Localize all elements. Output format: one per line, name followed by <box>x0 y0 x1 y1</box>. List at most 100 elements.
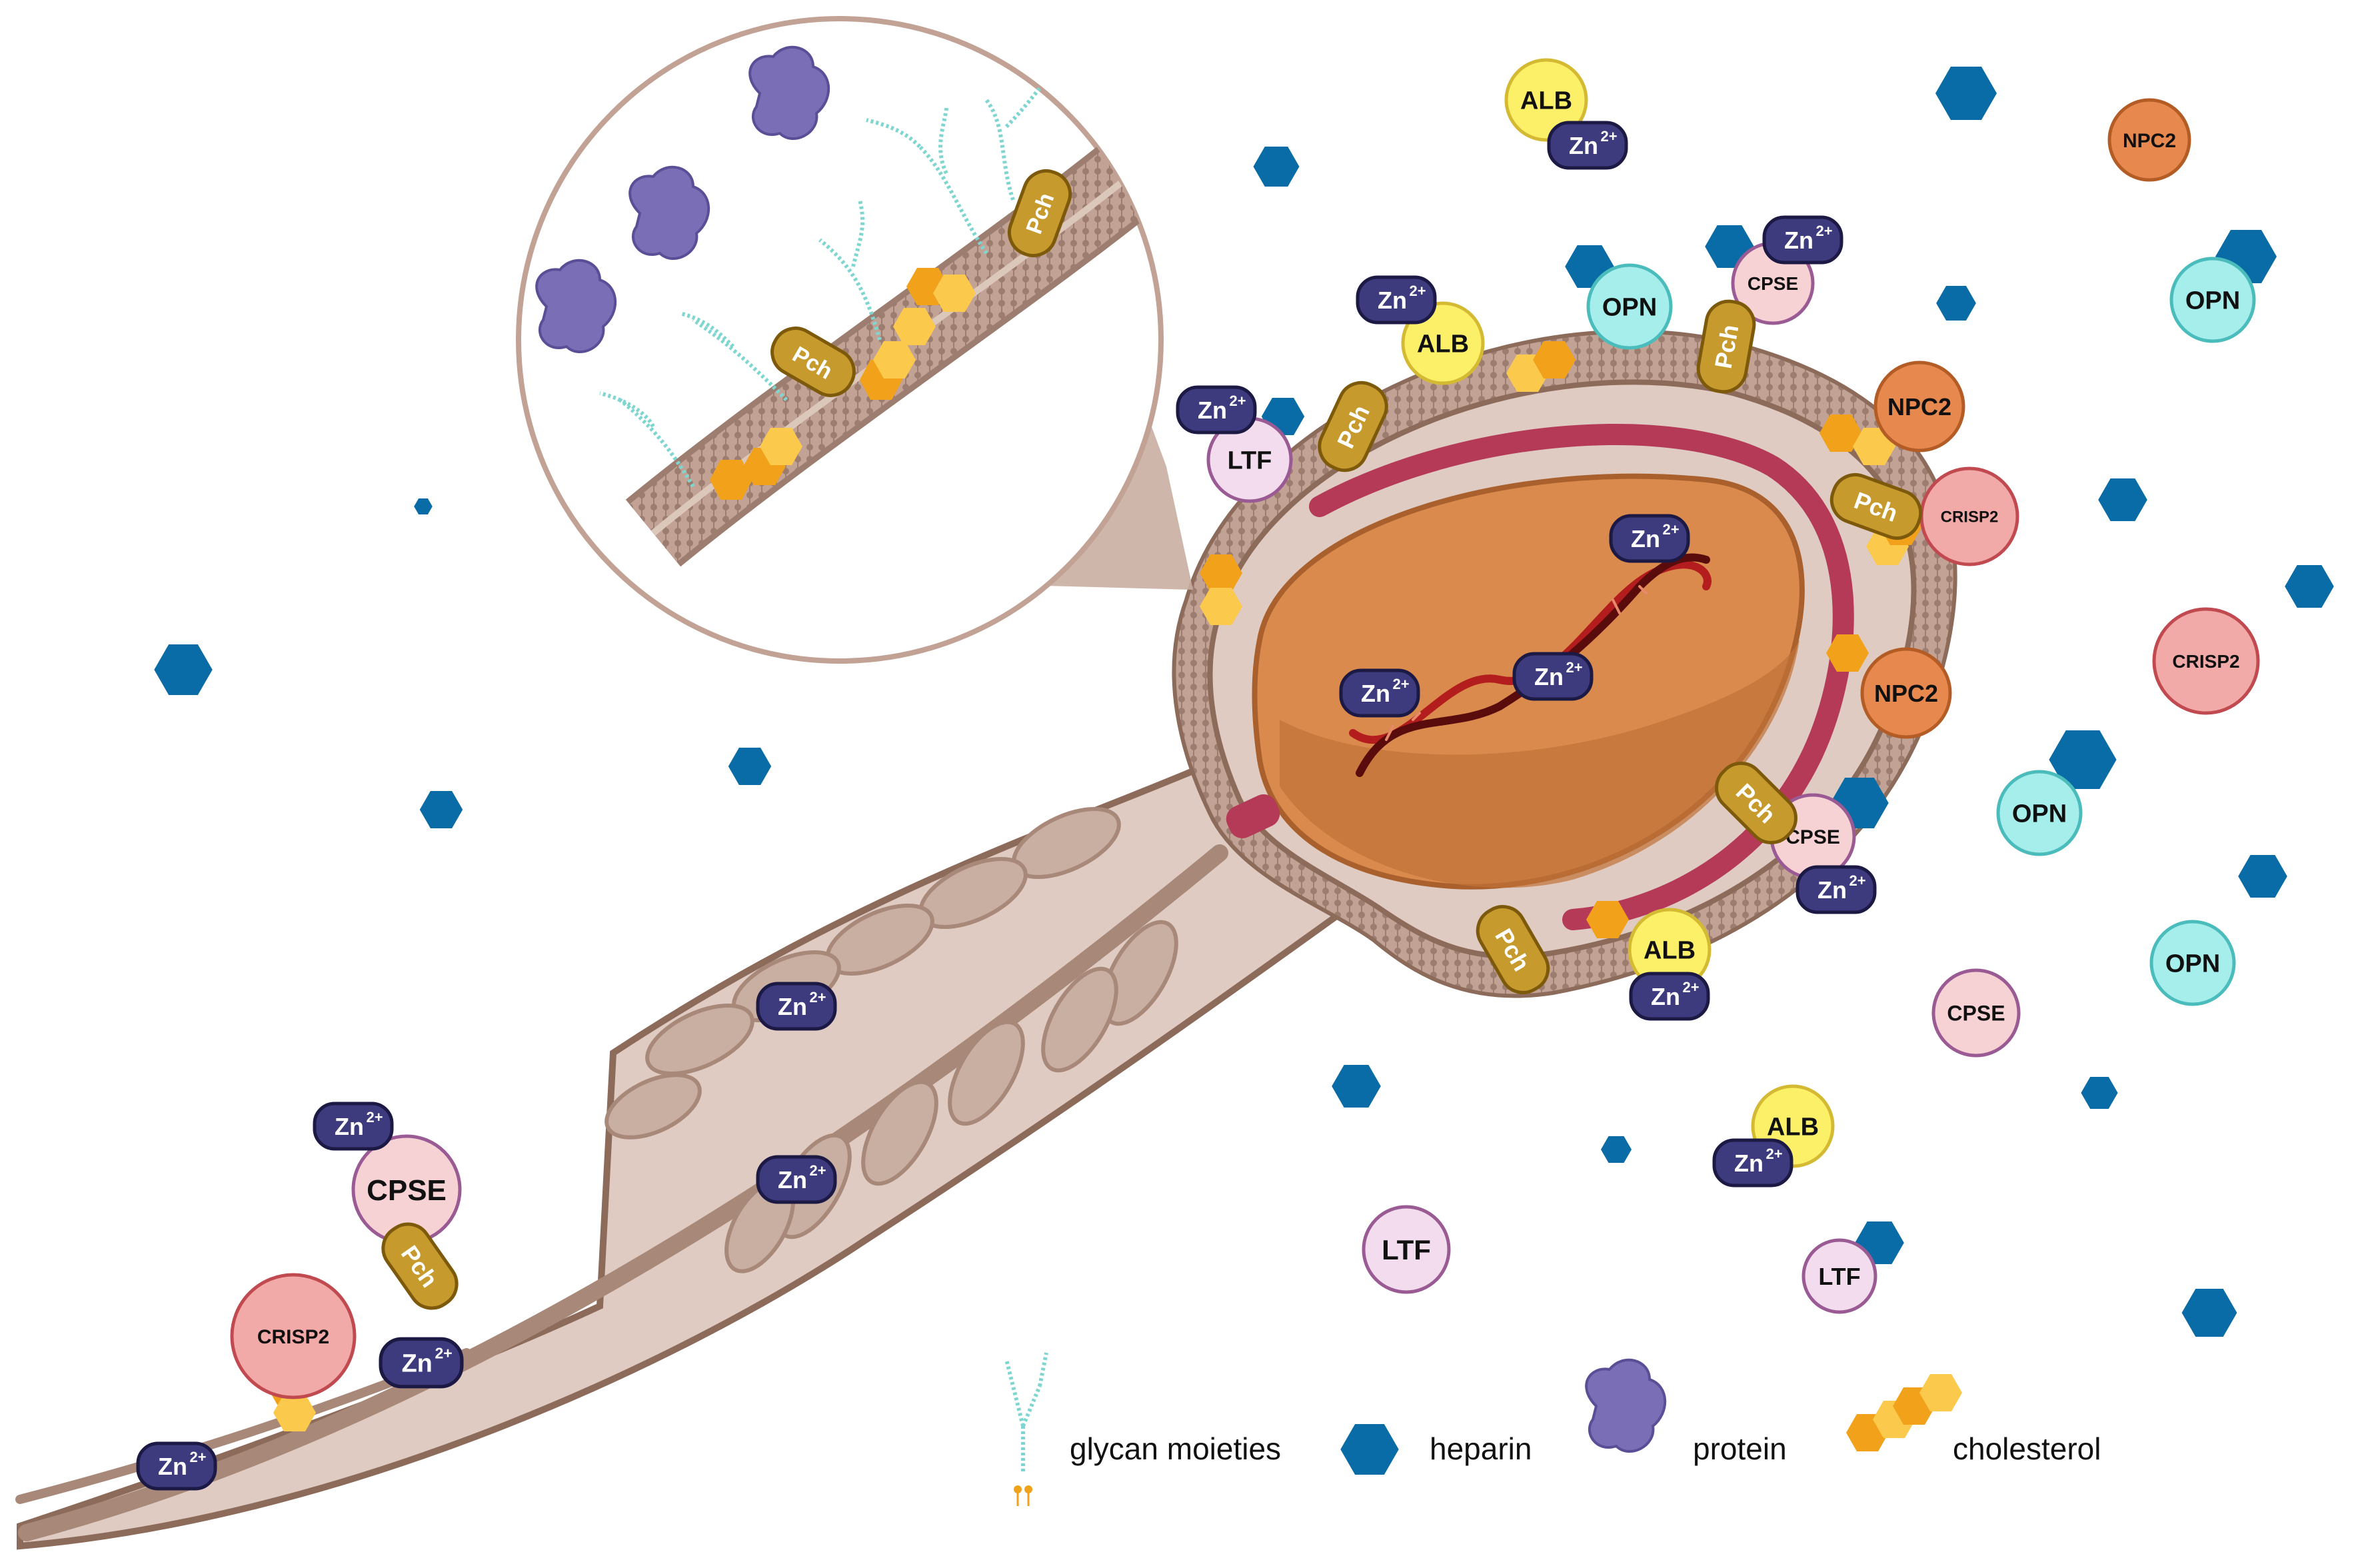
cholesterol-hex-icon <box>710 268 976 500</box>
zinc-label: Zn <box>778 993 807 1020</box>
pch-marker: Pch <box>1829 472 1923 540</box>
crisp2-protein: CRISP2 <box>230 1273 357 1399</box>
legend-protein-label: protein <box>1693 1431 1787 1466</box>
opn-protein: OPN <box>2149 920 2236 1006</box>
crisp2-protein: CRISP2 <box>1919 466 2019 566</box>
opn-label: OPN <box>2165 950 2220 978</box>
npc2-protein: NPC2 <box>1873 361 1965 452</box>
hexagon-icon <box>1935 67 1997 120</box>
legend-heparin-label: heparin <box>1430 1431 1532 1466</box>
zinc-charge: 2+ <box>809 989 826 1006</box>
opn-protein: OPN <box>1996 770 2083 856</box>
opn-label: OPN <box>2185 287 2240 315</box>
magnifier-inset: Pch Pch <box>516 16 1193 664</box>
zinc-label: Zn <box>1569 132 1598 159</box>
zinc-label: Zn <box>1734 1150 1764 1177</box>
hexagon-icon <box>1601 1136 1632 1163</box>
hexagon-icon <box>728 748 772 785</box>
nucleus-shadow <box>1280 640 1799 888</box>
zinc-label: Zn <box>1784 227 1813 254</box>
ltf-label: LTF <box>1382 1234 1431 1265</box>
zinc-charge: 2+ <box>189 1449 206 1465</box>
opn-protein: OPN <box>2169 257 2256 343</box>
zinc-charge: 2+ <box>1566 659 1582 676</box>
zinc-label: Zn <box>402 1350 433 1378</box>
zinc-charge: 2+ <box>1815 223 1832 239</box>
legend-glycan: glycan moieties <box>1004 1352 1281 1506</box>
alb-label: ALB <box>1644 937 1696 965</box>
hexagon-icon <box>2081 1077 2118 1109</box>
zinc-charge: 2+ <box>1682 979 1699 996</box>
crisp2-label: CRISP2 <box>1941 508 1999 526</box>
zinc-charge: 2+ <box>1662 521 1679 538</box>
cpse-label: CPSE <box>1785 826 1840 848</box>
alb-label: ALB <box>1520 87 1572 115</box>
mitochondrion-icon <box>1101 920 1178 1026</box>
hexagon-icon <box>419 791 463 828</box>
npc2-label: NPC2 <box>1874 680 1938 707</box>
zinc-charge: 2+ <box>1409 283 1426 299</box>
zinc-charge: 2+ <box>1229 392 1246 409</box>
zinc-label: Zn <box>1534 663 1564 690</box>
glycan-branch-icon <box>599 71 1055 488</box>
npc2-label: NPC2 <box>2123 130 2176 152</box>
sperm-tail <box>15 756 1365 1550</box>
pch-magnified: Pch Pch <box>770 169 1072 397</box>
legend-protein: protein <box>1585 1358 1787 1466</box>
cholesterol-hex-icon <box>1846 1374 1962 1451</box>
pch-marker: Pch <box>1318 381 1388 472</box>
ltf-label: LTF <box>1818 1263 1860 1290</box>
alb-label: ALB <box>1767 1114 1819 1142</box>
crisp2-protein: CRISP2 <box>2152 607 2260 715</box>
mitochondrion-icon <box>604 1073 702 1140</box>
zinc-label: Zn <box>1361 680 1390 707</box>
zinc-label: Zn <box>335 1113 364 1140</box>
cpse-protein: CPSE <box>351 1134 462 1245</box>
zinc-label: Zn <box>158 1453 187 1480</box>
hexagon-icon <box>1253 147 1300 187</box>
mitochondrion-icon <box>948 1020 1025 1126</box>
legend-glycan-label: glycan moieties <box>1070 1431 1281 1466</box>
opn-label: OPN <box>1602 294 1657 322</box>
pch-marker: Pch <box>1476 905 1550 994</box>
pch-marker: Pch <box>381 1222 459 1310</box>
npc2-label: NPC2 <box>1887 393 1951 420</box>
zinc-label: Zn <box>1378 287 1407 314</box>
zinc-charge: 2+ <box>1849 872 1865 889</box>
hexagon-icon <box>154 644 213 695</box>
hexagon-icon <box>2181 1289 2237 1337</box>
opn-label: OPN <box>2012 800 2067 828</box>
protein-blob-icon <box>535 45 830 354</box>
hexagon-icon <box>1332 1065 1381 1108</box>
mitochondrion-icon <box>1041 966 1118 1073</box>
protein-blob-icon <box>1585 1358 1667 1453</box>
ltf-protein: LTF <box>1801 1238 1877 1314</box>
alb-protein: ALB <box>1628 908 1712 992</box>
centriole <box>1226 794 1280 838</box>
hexagon-icon <box>2098 478 2147 521</box>
hexagon-icon <box>2285 565 2334 608</box>
cpse-label: CPSE <box>1748 273 1798 294</box>
glycan-branch-icon <box>1004 1352 1048 1473</box>
zinc-label: Zn <box>1198 396 1227 424</box>
cpse-label: CPSE <box>1947 1002 2005 1026</box>
acrosome <box>1309 424 1854 930</box>
legend-heparin: heparin <box>1340 1424 1532 1475</box>
zinc-charge: 2+ <box>435 1345 452 1362</box>
zinc-label: Zn <box>1817 876 1847 904</box>
ltf-protein: LTF <box>1206 416 1293 503</box>
pch-marker: Pch <box>1696 299 1756 394</box>
alb-label: ALB <box>1417 331 1469 359</box>
tail-outer <box>17 756 1365 1550</box>
zinc-charge: 2+ <box>1766 1146 1782 1162</box>
